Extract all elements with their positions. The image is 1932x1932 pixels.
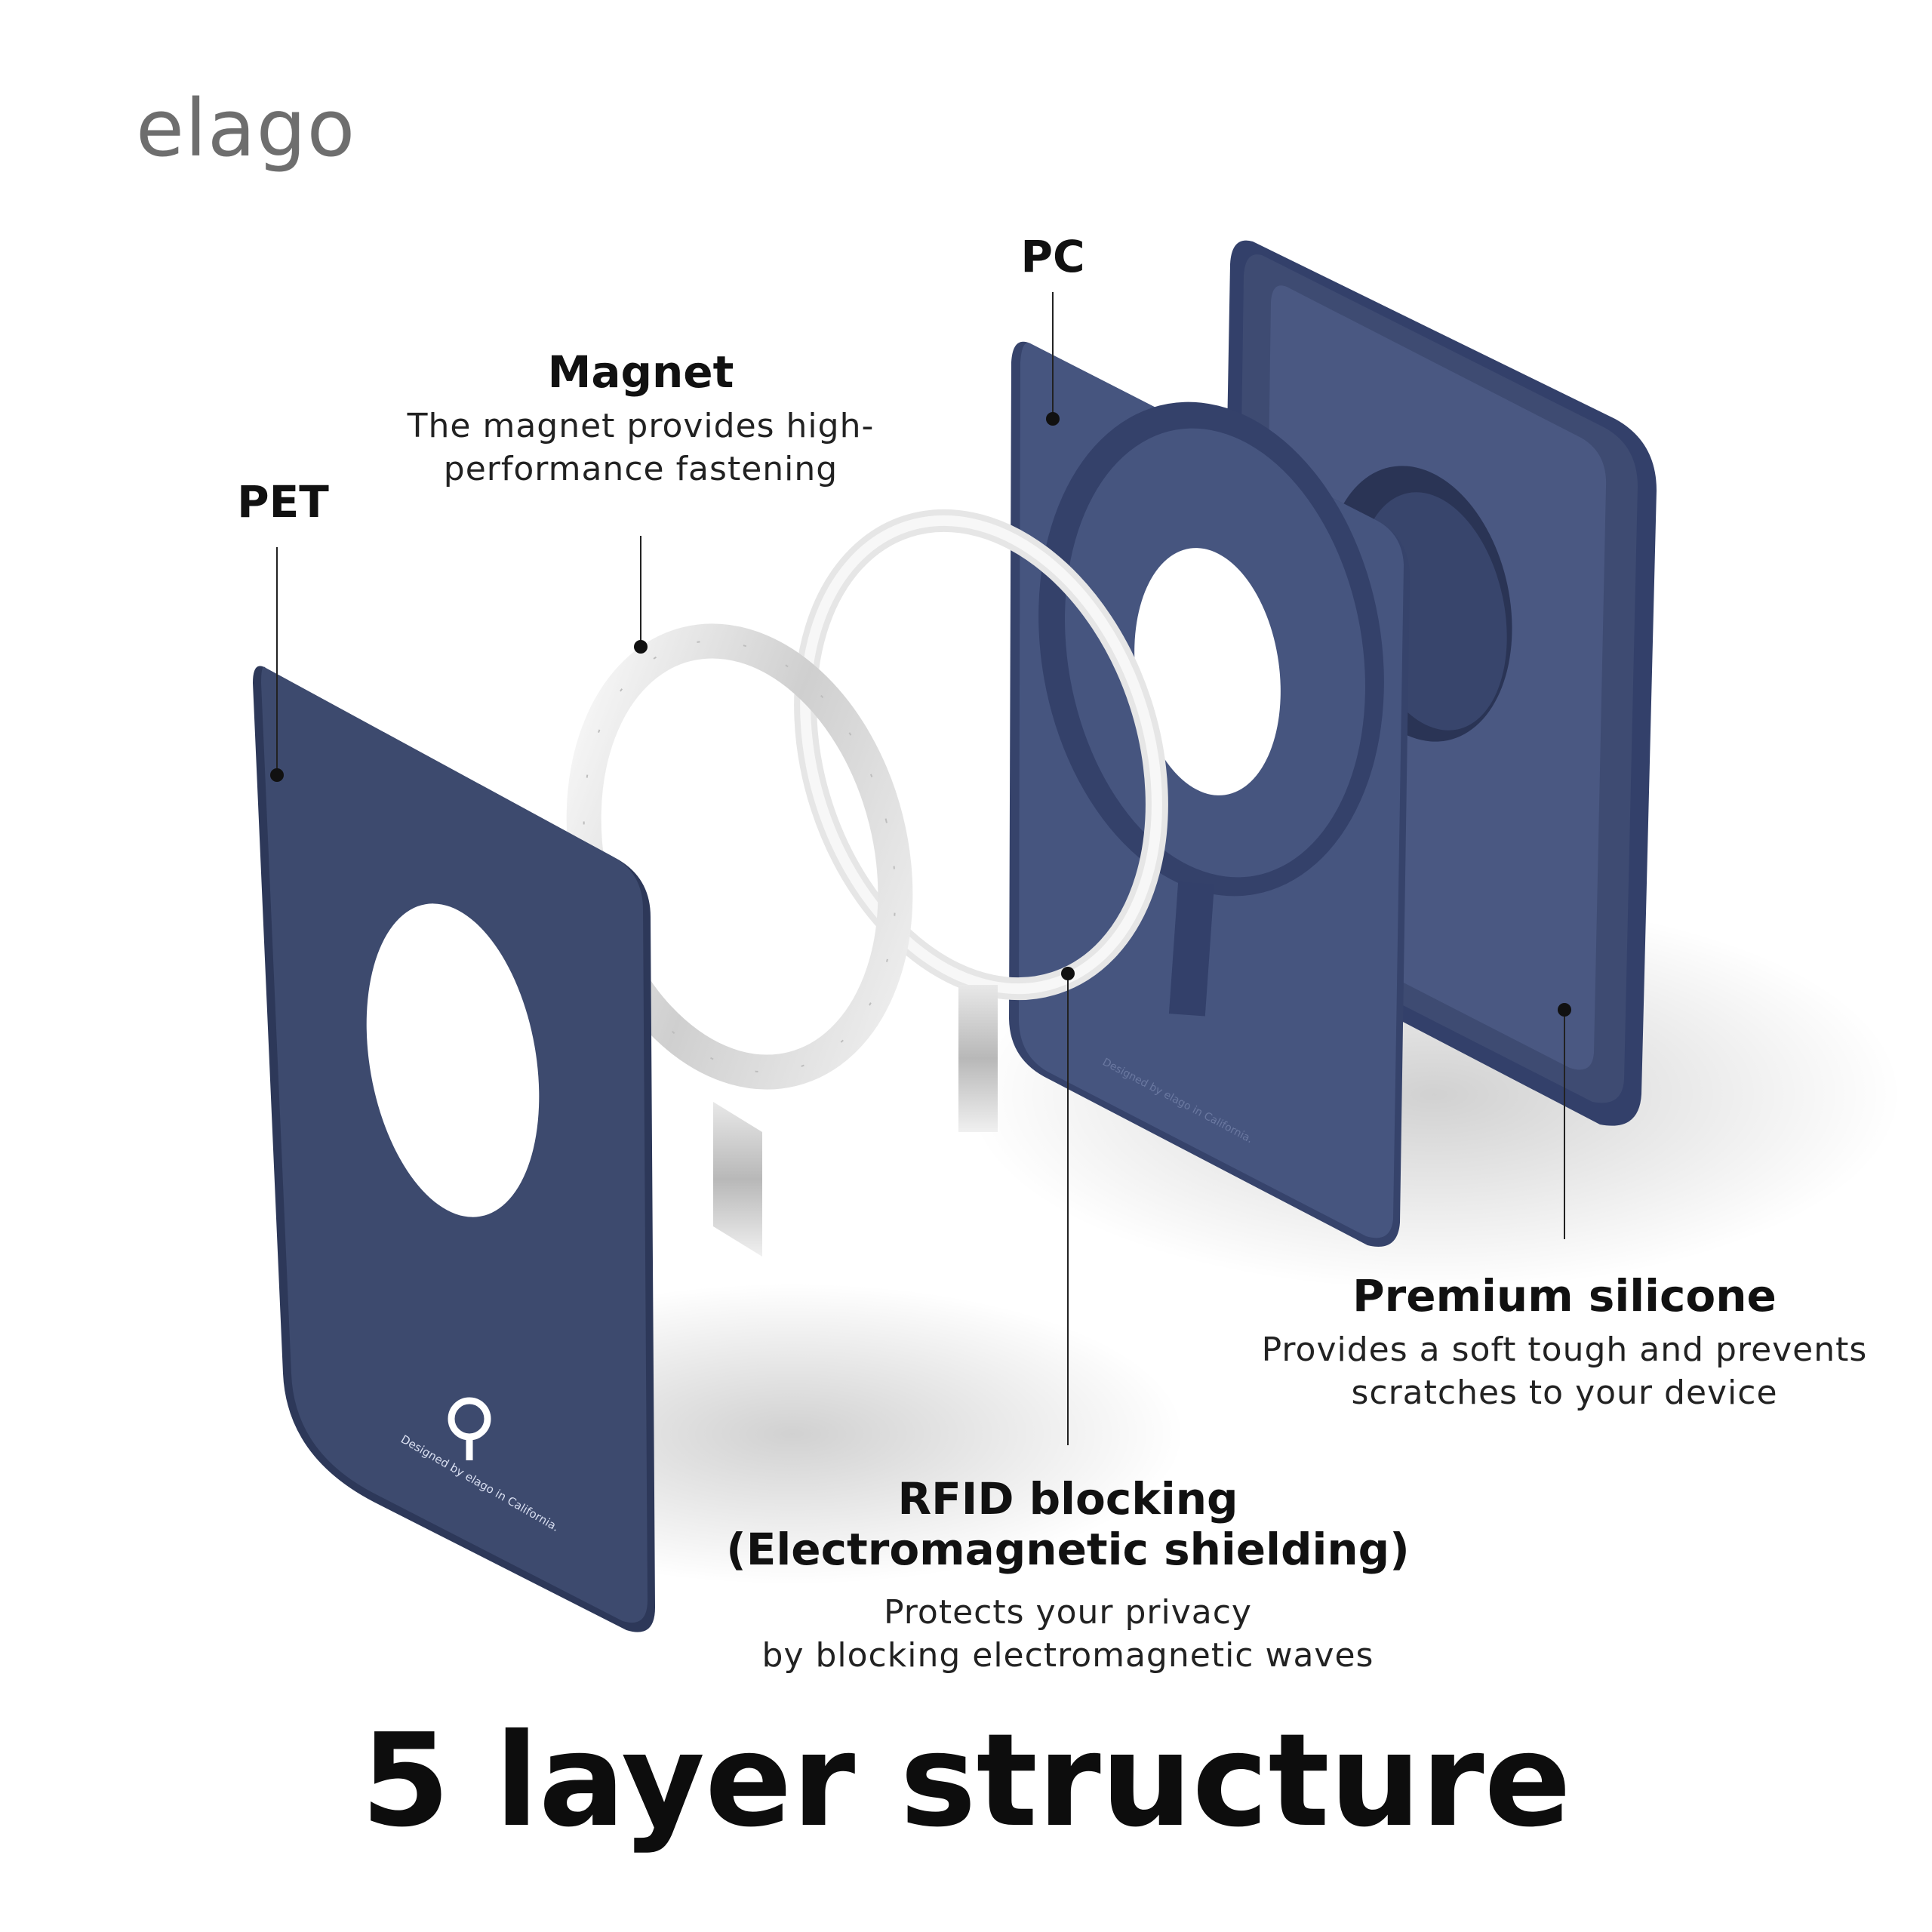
pc-title: PC — [1020, 231, 1085, 282]
magnet-description: The magnet provides high- performance fa… — [407, 407, 875, 489]
magnet-plate — [713, 1102, 762, 1257]
magnet-title: Magnet — [547, 346, 734, 398]
leader-lines — [276, 292, 1565, 1445]
headline: 5 layer structure — [361, 1706, 1571, 1856]
pet-title: PET — [237, 476, 329, 528]
pet-layer: Designed by elago in California. — [253, 666, 655, 1632]
leader-dots — [270, 412, 1571, 1017]
silicone-title: Premium silicone — [1352, 1270, 1777, 1321]
rfid-title: RFID blocking (Electromagnetic shielding… — [726, 1473, 1410, 1575]
rfid-description: Protects your privacy by blocking electr… — [761, 1593, 1374, 1675]
rfid-plate — [958, 985, 998, 1132]
brand-logo: elago — [136, 82, 356, 174]
pc-layer: Designed by elago in California. — [1009, 341, 1411, 1247]
rfid-ring — [794, 509, 1168, 1132]
silicone-description: Provides a soft tough and prevents scrat… — [1261, 1331, 1868, 1413]
